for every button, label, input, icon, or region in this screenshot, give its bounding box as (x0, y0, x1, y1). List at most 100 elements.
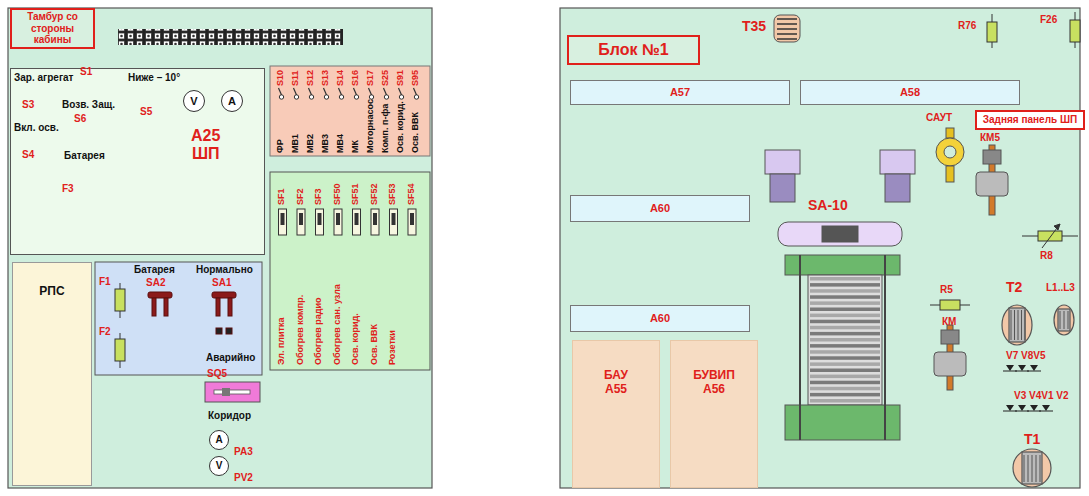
designator-label: Обогрев сан. узла (333, 284, 343, 365)
breaker-symbol (355, 213, 359, 225)
rear-panel-box: Задняя панель ШП (975, 110, 1085, 130)
diode-symbol (1015, 411, 1029, 412)
toggle-switch (414, 88, 417, 95)
voltmeter-circle: V (183, 90, 205, 112)
drum-contact-row (810, 375, 880, 379)
drum-contact-row (810, 381, 880, 385)
resistor-symbol (1038, 231, 1062, 241)
drum-contact-row (810, 344, 880, 348)
breaker-symbol (408, 209, 416, 235)
designator-label: SF1 (277, 188, 287, 205)
breaker-symbol (316, 209, 324, 235)
designator-label: R5 (940, 284, 953, 295)
caption-label: ФР (276, 139, 286, 153)
limit-switch (222, 388, 230, 396)
caption-label: Нормально (196, 264, 253, 275)
coil-symbol (1013, 449, 1051, 487)
unit-bar: А57 (570, 80, 790, 105)
designator-label: PV2 (234, 472, 253, 483)
designator-label: S12 (306, 70, 316, 86)
caption-label: МВ1 (291, 134, 301, 153)
designator-label: SF51 (351, 183, 361, 205)
breaker-symbol (390, 209, 398, 235)
coil-symbol (1002, 305, 1074, 487)
caption-label: Осв. корид. (396, 101, 406, 153)
toggle-switch (279, 95, 283, 99)
coil-winding (1014, 310, 1015, 340)
drum-rod (799, 255, 801, 440)
designator-label: S10 (276, 70, 286, 86)
designator-label: PA3 (234, 446, 253, 457)
limit-switch (205, 382, 260, 402)
battery-box (95, 262, 262, 375)
node-text: V (190, 95, 197, 108)
designator-label: КМ5 (980, 132, 1000, 143)
vestibule-label-box: Тамбур со стороны кабины (10, 8, 95, 49)
breaker-symbol (299, 213, 303, 225)
caption-label: Моторнасос (366, 99, 376, 153)
caption-label: Зар. агрегат (14, 72, 74, 83)
breaker-symbol (336, 213, 340, 225)
toggle-switch (384, 88, 387, 95)
drum-contact-row (810, 326, 880, 330)
toggle-switch (399, 88, 402, 95)
battery-box (95, 262, 262, 375)
caption-label: МК (351, 140, 361, 153)
sa10-drum (765, 150, 800, 174)
coil-winding (1028, 455, 1029, 482)
control-unit-box: БУВИП А56 (670, 340, 758, 488)
toggle-switch (414, 95, 418, 99)
diode-symbol (1003, 411, 1017, 412)
designator-label: R76 (958, 20, 976, 31)
coil-winding (1068, 311, 1069, 329)
designator-label: SA2 (146, 277, 165, 288)
drum-contact-row (810, 362, 880, 366)
transformer-plate (777, 38, 797, 40)
breaker-symbol (371, 209, 379, 235)
designator-label: S17 (366, 70, 376, 86)
switch-box (270, 66, 430, 156)
battery-switch (226, 328, 232, 334)
drum-contact-row (810, 277, 880, 281)
left-panel (8, 8, 432, 488)
drum-contact-row (810, 350, 880, 354)
toggle-switch (354, 95, 358, 99)
drum-contact-row (810, 399, 880, 403)
caption-label: МВ2 (306, 134, 316, 153)
coil-winding (1036, 455, 1037, 482)
designator-label: SQ5 (207, 368, 227, 379)
designator-label: V7 V8V5 (1006, 350, 1045, 361)
coil-winding (1018, 310, 1019, 340)
drum-contact-row (810, 320, 880, 324)
caption-label: Батарея (64, 150, 105, 161)
terminal-strip (118, 29, 343, 45)
designator-label: F2 (99, 326, 111, 337)
sa10-drum (785, 255, 900, 275)
unit-bar: А60 (570, 305, 750, 332)
breaker-symbol (353, 209, 361, 235)
battery-switch (216, 328, 222, 334)
rps-box: РПС (12, 262, 92, 486)
designator-label: Т2 (1006, 280, 1022, 295)
resistor-symbol (940, 300, 960, 310)
sa10-drum (778, 222, 902, 246)
right-panel (560, 8, 1080, 488)
drum-contact-row (810, 338, 880, 342)
designator-label: V3 V4V1 V2 (1014, 390, 1068, 401)
coil-winding (1064, 311, 1065, 329)
ammeter-circle: A (221, 90, 243, 112)
sa10-drum (785, 405, 900, 440)
terminal-strip (118, 29, 343, 45)
drum-contact-row (810, 387, 880, 391)
designator-label: F26 (1040, 14, 1057, 25)
caption-label: МВ4 (336, 134, 346, 153)
designator-label: SF2 (296, 188, 306, 205)
diode-symbol (1018, 365, 1026, 371)
contactor-symbol (976, 172, 1008, 196)
designator-label: Т1 (1024, 432, 1040, 447)
node-text: Задняя панель ШП (983, 114, 1077, 126)
terminal-strip (118, 29, 343, 45)
toggle-switch (369, 95, 373, 99)
breaker-symbol (410, 213, 414, 225)
